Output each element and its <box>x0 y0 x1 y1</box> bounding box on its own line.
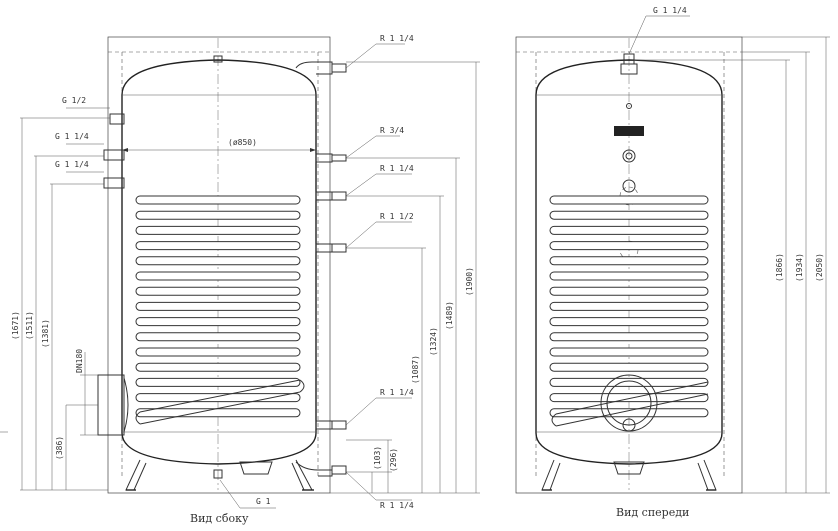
coil-turn <box>135 256 301 266</box>
coil-turn <box>549 286 709 296</box>
coil-turn <box>135 195 301 205</box>
dn180-flange <box>97 374 125 436</box>
dim-1866: (1866) <box>775 253 784 282</box>
side-insulation-outline <box>107 36 331 494</box>
side-leg-left <box>125 459 147 491</box>
coil-turn <box>549 225 709 235</box>
front-g-1-1-4-label: G 1 1/4 <box>653 6 687 15</box>
coil-turn <box>549 408 709 418</box>
coil-turn <box>135 377 301 387</box>
r-1-1-4-coil-out-label: R 1 1/4 <box>380 388 414 397</box>
dim-1511: (1511) <box>25 311 34 340</box>
g-1-1-4-lower-fitting <box>103 177 125 189</box>
dim-296: (296) <box>389 448 398 472</box>
dim-1381: (1381) <box>41 319 50 348</box>
coil-turn <box>549 347 709 357</box>
r-3-4-label: R 3/4 <box>380 126 404 135</box>
dim-1934: (1934) <box>795 253 804 282</box>
dim-1489: (1489) <box>445 301 454 330</box>
coil-turn <box>135 362 301 372</box>
front-insulation-outline <box>515 36 743 494</box>
coil-turn <box>549 271 709 281</box>
dim-1900: (1900) <box>465 267 474 296</box>
coil-turn <box>135 241 301 251</box>
coil-turn <box>135 286 301 296</box>
coil-diagonal <box>135 379 305 425</box>
r-1-1-4-bottom-label: R 1 1/4 <box>380 501 414 510</box>
diameter-label: (ø850) <box>228 138 257 147</box>
coil-turn <box>549 393 709 403</box>
front-view: G 1 1/4 (1866) (1934) (2050) Вид спереди <box>515 6 830 519</box>
coil-turn <box>549 332 709 342</box>
coil-diagonal <box>551 381 709 427</box>
g-1-1-4-upper-label: G 1 1/4 <box>55 132 89 141</box>
coil-turn <box>135 317 301 327</box>
coil-turn <box>549 301 709 311</box>
side-heat-exchanger-coil <box>135 195 305 425</box>
g-1-2-label: G 1/2 <box>62 96 86 105</box>
coil-turn <box>549 317 709 327</box>
nameplate <box>614 126 644 136</box>
coil-turn <box>549 256 709 266</box>
dim-1087: (1087) <box>411 355 420 384</box>
r-1-1-4-coil-in-label: R 1 1/4 <box>380 164 414 173</box>
side-tank-body <box>121 59 317 465</box>
coil-turn <box>135 210 301 220</box>
dim-386: (386) <box>55 436 64 460</box>
side-leg-right <box>291 459 313 491</box>
coil-turn <box>135 301 301 311</box>
coil-turn <box>135 347 301 357</box>
coil-turn <box>549 362 709 372</box>
coil-turn <box>135 225 301 235</box>
g-1-1-4-lower-label: G 1 1/4 <box>55 160 89 169</box>
front-heat-exchanger-coil <box>549 195 709 427</box>
front-tank-body <box>535 59 723 465</box>
coil-turn <box>549 195 709 205</box>
r-1-1-2-label: R 1 1/2 <box>380 212 414 221</box>
dim-103: (103) <box>373 446 382 470</box>
dn180-label: DN180 <box>75 349 84 373</box>
side-view-caption: Вид сбоку <box>190 512 249 525</box>
coil-turn <box>135 332 301 342</box>
coil-turn <box>135 393 301 403</box>
g-1-2-fitting <box>109 113 125 125</box>
coil-turn <box>549 241 709 251</box>
g-1-1-4-upper-fitting <box>103 149 125 161</box>
front-view-caption: Вид спереди <box>616 506 689 519</box>
coil-turn <box>549 210 709 220</box>
side-view: (ø850) G 1/2 G 1 1/4 G 1 1/4 DN180 <box>0 34 480 525</box>
coil-turn <box>549 377 709 387</box>
coil-turn <box>135 408 301 418</box>
r-1-1-4-top-pipe <box>295 61 333 75</box>
r-1-1-4-top-label: R 1 1/4 <box>380 34 414 43</box>
dim-1324: (1324) <box>429 327 438 356</box>
coil-turn <box>135 271 301 281</box>
dim-1671: (1671) <box>11 311 20 340</box>
dim-2050: (2050) <box>815 253 824 282</box>
g-1-bottom-label: G 1 <box>256 497 271 506</box>
